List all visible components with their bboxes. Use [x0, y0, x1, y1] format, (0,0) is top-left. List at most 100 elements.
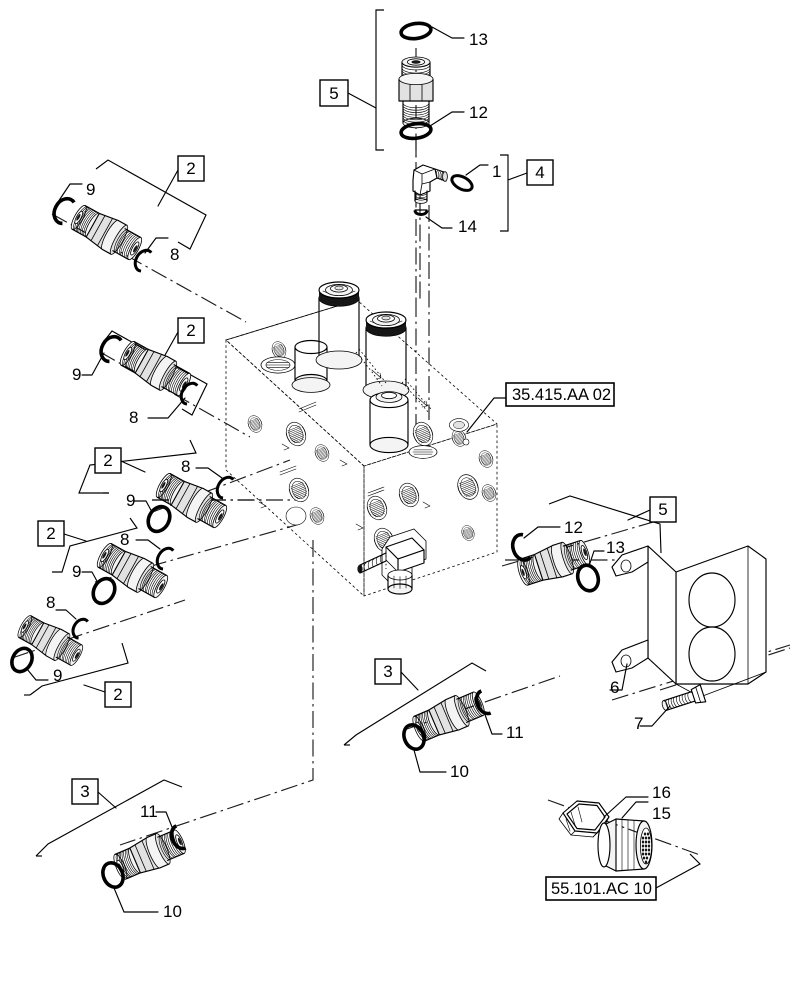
group-callout-3-b-box	[71, 778, 99, 805]
group-callout-2-c-label: 2	[103, 451, 112, 470]
leader-8-c	[195, 467, 223, 479]
group-callout-3-b-label: 3	[80, 782, 89, 801]
leader-8-e	[55, 609, 77, 620]
oring-13-right	[575, 563, 601, 593]
item-label-13-top: 13	[469, 30, 488, 49]
item-label-8-d: 8	[120, 530, 129, 549]
assembly-2-d: 2 8 9	[37, 517, 175, 606]
leader-9-e	[26, 668, 49, 681]
assembly-connector: 16	[545, 783, 701, 901]
group-callout-2-a-label: 2	[186, 159, 195, 178]
group-bracket-2-e	[29, 642, 129, 696]
leader-ref-manifold	[466, 397, 507, 433]
item-label-12-top: 12	[469, 103, 488, 122]
assembly-2-e: 2 8 9	[10, 593, 132, 708]
coupler-2-a	[66, 200, 147, 266]
leader-14	[425, 216, 453, 229]
oring-9-d	[91, 576, 117, 606]
item-label-11-b: 11	[140, 802, 158, 821]
group-callout-2-d-label: 2	[46, 524, 55, 543]
leader-10-b	[113, 887, 159, 913]
group-callout-5-right-box	[649, 496, 677, 523]
oring-9-a	[52, 196, 76, 226]
oring-11-b	[169, 824, 187, 851]
item-label-11-a: 11	[506, 723, 524, 742]
item-label-6: 6	[610, 678, 619, 697]
item-label-9-d: 9	[72, 562, 81, 581]
item-label-7: 7	[634, 714, 643, 733]
oring-10-a	[402, 723, 426, 751]
item-label-16: 16	[652, 783, 671, 802]
group-callout-5-top-box	[319, 79, 349, 107]
leader-6	[609, 663, 628, 691]
group-callout-2-a-box	[177, 155, 205, 182]
group-bracket-2-b	[104, 330, 208, 416]
item-label-8-a: 8	[170, 245, 179, 264]
electrical-connector-body	[597, 818, 653, 872]
group-bracket-5-top	[375, 9, 384, 151]
fitting-elbow	[412, 164, 448, 204]
assembly-2-c: 2 8 9	[78, 439, 235, 534]
oring-9-c	[146, 504, 172, 534]
oring-8-a	[133, 248, 153, 273]
manifold-left-face-ports	[246, 401, 431, 555]
group-bracket-5-right	[548, 495, 662, 554]
item-label-15: 15	[652, 804, 671, 823]
leader-9-a	[57, 183, 83, 203]
oring-9-b	[99, 334, 123, 364]
ref-box-manifold	[505, 382, 615, 407]
oring-10-b	[101, 861, 125, 889]
assembly-3-b: 3 11 10	[35, 778, 190, 921]
group-bracket-3-b	[35, 779, 183, 857]
leader-16	[603, 796, 649, 818]
group-bracket-4	[500, 154, 509, 232]
item-label-9-e: 9	[53, 666, 62, 685]
item-label-9-c: 9	[126, 491, 135, 510]
group-callout-5-right-label: 5	[658, 500, 667, 519]
leader-13-right	[588, 550, 605, 567]
coupler-right	[513, 535, 594, 590]
solenoid-coil-1	[315, 281, 363, 370]
group-callout-4-box	[526, 159, 554, 186]
coupler-2-c	[151, 468, 232, 534]
item-label-8-c: 8	[181, 457, 190, 476]
item-label-1: 1	[492, 162, 501, 181]
leader-1	[465, 164, 489, 176]
leader-8-a	[144, 237, 169, 254]
leader-9-b	[81, 352, 105, 376]
fitting-straight-top	[398, 56, 434, 129]
group-callout-2-e-box	[104, 681, 132, 708]
fitting-elbow-block	[357, 528, 427, 595]
solenoid-coil-2	[362, 311, 410, 400]
solenoid-coil-3	[369, 391, 409, 454]
group-callout-4-label: 4	[535, 163, 544, 182]
group-callout-3-a-label: 3	[383, 662, 392, 681]
group-callout-2-d-box	[37, 520, 65, 547]
group-bracket-2-a	[95, 159, 207, 250]
leader-15	[621, 801, 649, 819]
oring-8-e	[71, 617, 89, 640]
assembly-3-a: 3 11 10	[343, 658, 524, 781]
ref-bracket-connector	[655, 853, 701, 889]
item-label-14: 14	[458, 217, 477, 236]
group-bracket-2-c	[78, 439, 197, 494]
mounting-bracket	[611, 545, 767, 698]
ref-label-manifold: 35.415.AA 02	[512, 386, 611, 404]
leader-8-b	[147, 397, 186, 419]
oring-11-a	[474, 689, 492, 716]
leader-12-top	[429, 111, 465, 127]
item-label-8-e: 8	[46, 593, 55, 612]
oring-13-top	[399, 21, 433, 41]
group-callout-3-a-box	[374, 658, 402, 685]
leader-11-b	[155, 811, 173, 828]
oring-9-e	[10, 646, 34, 674]
manifold-top-components	[260, 281, 469, 459]
leader-8-d	[135, 539, 161, 550]
item-label-8-b: 8	[129, 408, 138, 427]
leader-12-right	[523, 526, 561, 539]
ref-box-connector	[545, 876, 657, 901]
oring-1	[450, 174, 474, 192]
item-label-9-b: 9	[72, 365, 81, 384]
item-label-9-a: 9	[86, 180, 95, 199]
